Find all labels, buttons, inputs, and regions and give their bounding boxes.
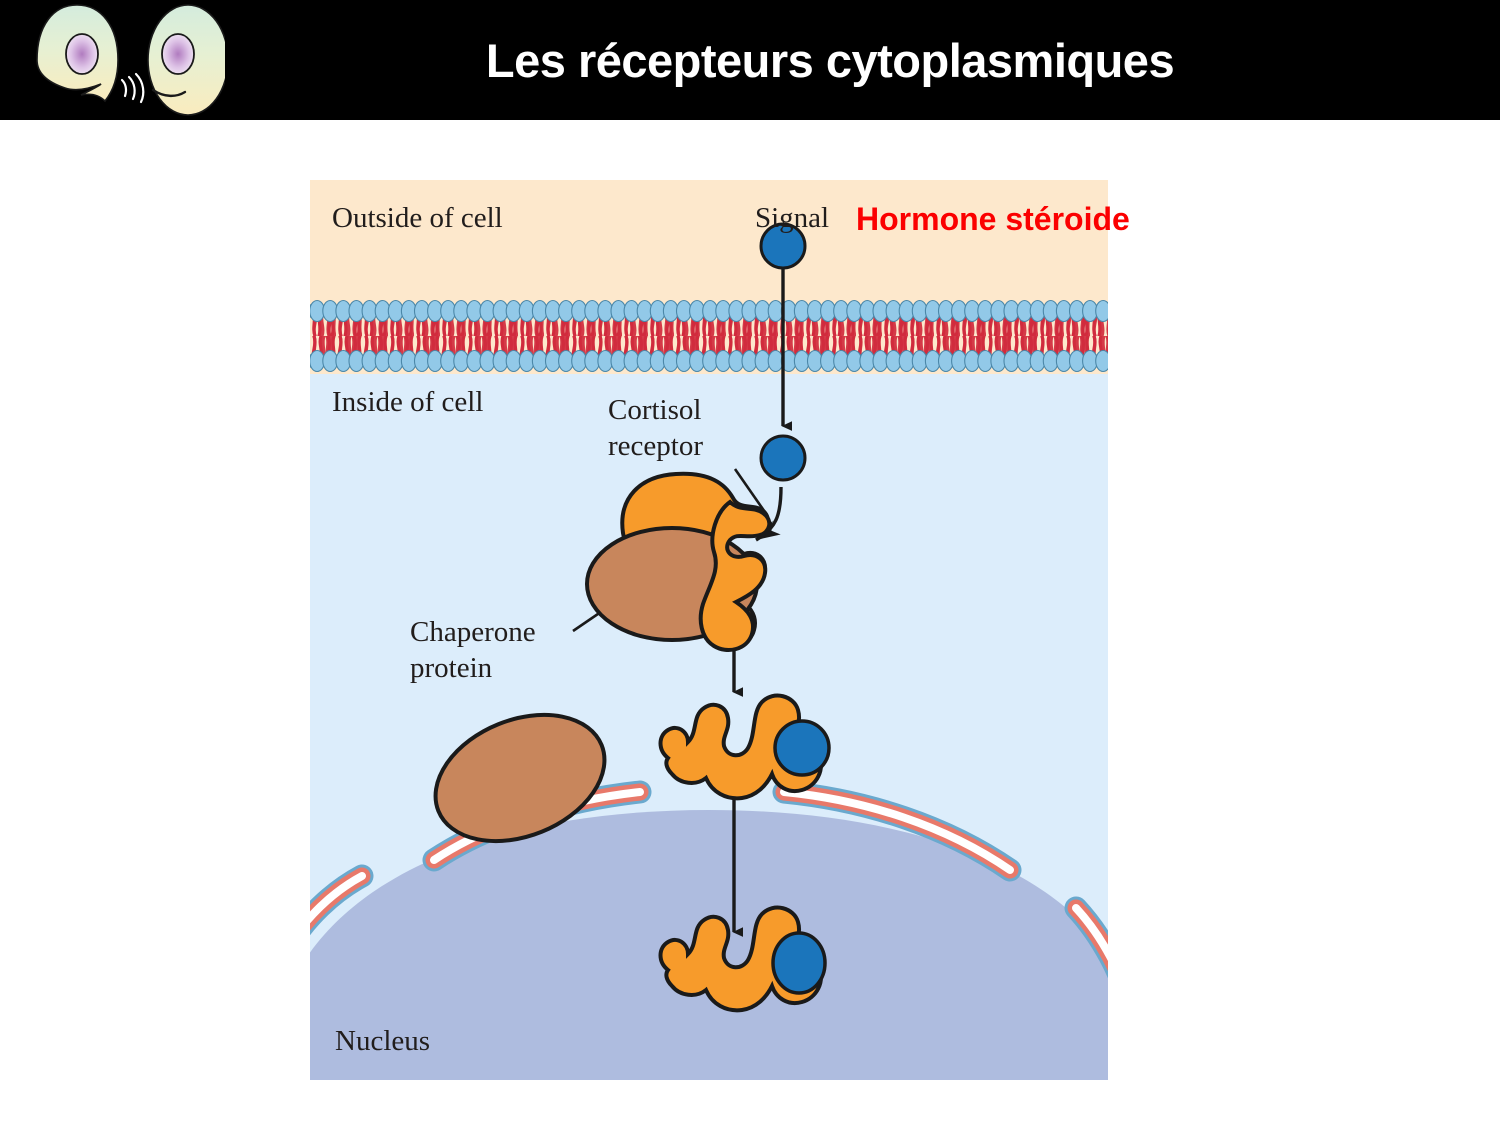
chaperone-released (433, 712, 607, 844)
nuclear-envelope-segment (772, 780, 1022, 882)
label-chaperone-protein-line2: protein (410, 652, 493, 684)
label-cortisol-receptor-line2: receptor (608, 430, 703, 462)
sound-wave-icon (120, 72, 145, 104)
receptor-chaperone-complex (585, 471, 772, 652)
activated-receptor-hormone-complex (658, 693, 831, 801)
label-cortisol-receptor: Cortisol receptor (608, 392, 703, 464)
bound-hormone-molecule (773, 719, 831, 777)
receptor-hormone-complex-in-nucleus (658, 905, 827, 1013)
cell-signaling-diagram: Outside of cell Signal Inside of cell Co… (310, 180, 1108, 1080)
membrane-heads-inner (310, 349, 1108, 373)
bound-hormone-molecule-nucleus (771, 931, 827, 995)
label-inside-of-cell: Inside of cell (332, 386, 484, 418)
label-cortisol-receptor-line1: Cortisol (608, 394, 702, 426)
nuclear-envelope-segment (310, 864, 374, 936)
extracellular-region (310, 180, 1108, 300)
label-signal: Signal (755, 202, 830, 234)
label-nucleus: Nucleus (335, 1025, 431, 1057)
logo-cell-left (36, 4, 119, 103)
header-bar (0, 0, 1500, 120)
signal-molecule-cytoplasmic (759, 434, 807, 482)
label-chaperone-protein: Chaperone protein (410, 614, 536, 686)
header-divider (0, 120, 1500, 123)
label-chaperone-protein-line1: Chaperone (410, 616, 536, 648)
page-title: Les récepteurs cytoplasmiques (485, 34, 1175, 87)
diagram-svg (310, 180, 1108, 1080)
annotation-hormone-steroide: Hormone stéroide (856, 201, 1130, 237)
signal-molecule-extracellular (759, 222, 807, 270)
label-outside-of-cell: Outside of cell (332, 202, 503, 234)
leader-cortisol-receptor (733, 468, 769, 516)
nuclear-envelope-segment (1064, 896, 1108, 979)
nuclear-envelope (310, 780, 1108, 979)
membrane-heads-outer (310, 299, 1108, 323)
plasma-membrane-bilayer (310, 299, 1108, 373)
